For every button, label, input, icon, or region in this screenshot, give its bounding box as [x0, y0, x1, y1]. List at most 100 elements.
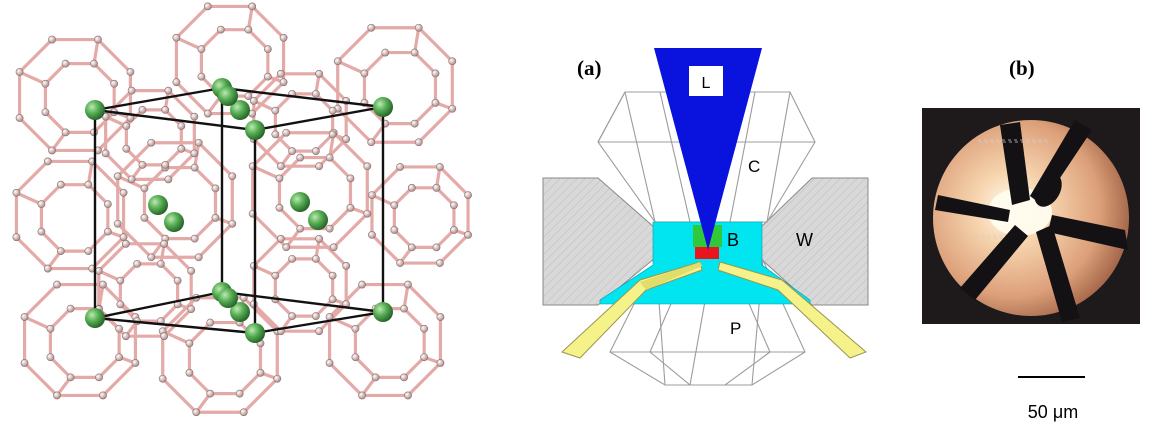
framework-node: [56, 247, 65, 256]
framework-node: [185, 368, 194, 377]
framework-node: [41, 108, 50, 117]
cage-strut: [15, 191, 43, 206]
framework-node: [407, 243, 416, 252]
framework-node: [263, 72, 272, 81]
crystal-lattice-illustration: [12, 2, 472, 417]
framework-node: [115, 353, 124, 362]
framework-node: [103, 227, 112, 236]
framework-node: [276, 69, 285, 78]
cage-inner-ring: [43, 62, 116, 134]
framework-node: [325, 359, 334, 367]
framework-node: [173, 276, 182, 285]
framework-node: [368, 230, 376, 239]
scale-bar-label: 50 μm: [1028, 402, 1078, 422]
left-electrode: [561, 261, 703, 359]
guest-atom: [164, 212, 184, 232]
framework-node: [131, 359, 140, 367]
framework-node: [311, 312, 320, 321]
cage-strut: [98, 269, 122, 283]
cage-strut: [337, 59, 366, 75]
framework-node: [66, 373, 75, 382]
framework-node: [420, 353, 429, 362]
framework-node: [275, 174, 284, 183]
framework-node: [315, 327, 324, 336]
framework-node: [187, 266, 196, 275]
framework-node: [432, 183, 441, 192]
framework-node: [342, 135, 351, 144]
framework-node: [206, 389, 215, 398]
cage-strut: [86, 161, 94, 185]
framework-node: [119, 233, 128, 242]
framework-node: [216, 25, 225, 34]
framework-node: [116, 276, 125, 285]
framework-node: [363, 162, 372, 171]
framework-node: [358, 391, 366, 400]
framework-node: [431, 98, 440, 107]
framework-node: [390, 201, 399, 210]
framework-node: [172, 33, 181, 42]
framework-node: [194, 253, 203, 262]
guest-atom: [245, 120, 265, 140]
cage-strut: [413, 27, 421, 53]
framework-node: [263, 45, 272, 54]
cage-inner-ring: [39, 183, 110, 253]
framework-node: [190, 112, 199, 121]
framework-nodes: [12, 2, 472, 417]
framework-node: [271, 106, 280, 115]
framework-node: [363, 209, 372, 218]
framework-node: [432, 243, 441, 252]
framework-node: [311, 254, 320, 263]
framework-node: [448, 57, 457, 66]
framework-node: [396, 163, 405, 171]
framework-node: [126, 68, 135, 76]
framework-node: [368, 191, 376, 200]
framework-node: [203, 2, 212, 11]
framework-node: [228, 172, 237, 181]
framework-node: [203, 109, 212, 118]
framework-node: [431, 69, 440, 78]
framework-node: [185, 339, 194, 348]
framework-node: [279, 33, 288, 42]
framework-node: [46, 324, 55, 333]
framework-node: [190, 234, 199, 243]
wedge-label-w: W: [796, 230, 813, 250]
panel-a-schematic: (a): [542, 48, 869, 386]
laser-label-box: [689, 66, 723, 96]
framework-node: [94, 266, 103, 275]
framework-node: [53, 391, 61, 400]
framework-node: [315, 69, 324, 78]
framework-node: [328, 106, 337, 115]
framework-node: [276, 162, 285, 171]
framework-node: [390, 226, 399, 234]
cage-strut: [253, 99, 277, 113]
framework-node: [346, 203, 355, 212]
left-electrode-edge: [640, 262, 702, 290]
framework-node: [311, 89, 320, 98]
framework-node: [37, 200, 46, 209]
laser-beam: [654, 48, 762, 250]
framework-node: [90, 59, 98, 68]
framework-node: [20, 359, 29, 367]
framework-node: [48, 146, 56, 155]
cage-strut: [18, 70, 47, 86]
framework-node: [249, 96, 258, 105]
framework-node: [436, 313, 445, 321]
framework-node: [211, 213, 220, 222]
framework-node: [101, 149, 110, 158]
framework-node: [53, 280, 61, 289]
framework-node: [367, 138, 376, 147]
framework-node: [404, 280, 412, 289]
anvil-label-p: P: [730, 319, 741, 338]
framework-node: [464, 191, 472, 200]
framework-node: [15, 68, 24, 76]
panel-b-label: (b): [1009, 56, 1035, 80]
framework-node: [436, 359, 445, 367]
cage-strut: [402, 284, 410, 309]
framework-node: [325, 153, 334, 162]
framework-node: [248, 2, 257, 11]
framework-node: [420, 324, 429, 333]
guest-atom: [218, 288, 238, 308]
framework-node: [194, 138, 203, 147]
framework-node: [410, 48, 419, 57]
